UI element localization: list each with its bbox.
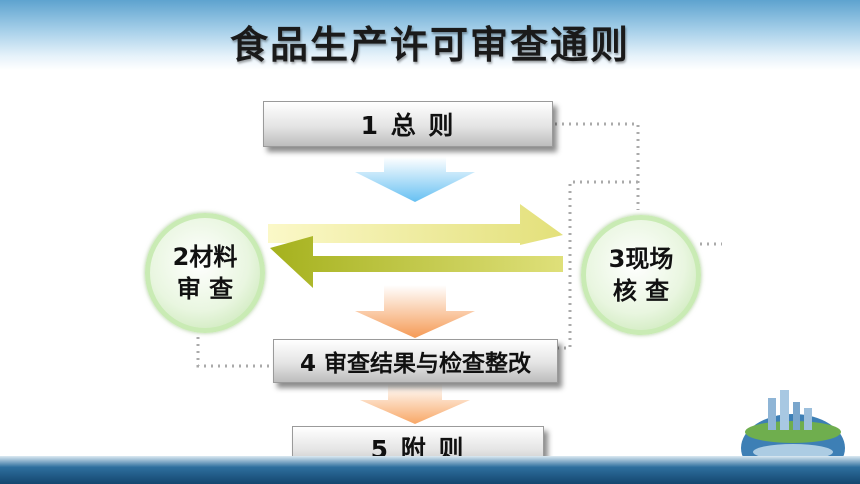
box-review-results: 4 审查结果与检查整改 [273, 339, 558, 383]
header-band [0, 0, 860, 70]
left-arrow [270, 236, 563, 288]
circle-material-line1: 2材料 [172, 243, 238, 271]
circle-onsite-line1: 3现场 [608, 245, 674, 273]
right-arrow [268, 204, 563, 245]
box-general-rules: 1 总 则 [263, 101, 553, 147]
dotted-connectors [196, 122, 722, 368]
down-arrow-orange-2 [360, 384, 470, 424]
connector-material-result [196, 330, 272, 368]
circle-material-line2: 审 查 [176, 275, 234, 303]
down-arrow-blue [355, 157, 475, 202]
down-arrow-orange-1 [355, 285, 475, 338]
circle-material-review: 2材料 审 查 [145, 213, 265, 333]
circle-onsite-line2: 核 查 [612, 277, 670, 305]
connector-general-onsite [555, 122, 640, 210]
circle-onsite-check: 3现场 核 查 [581, 215, 701, 335]
page-title: 食品生产许可审查通则 [229, 23, 630, 67]
footer-band [0, 456, 860, 484]
